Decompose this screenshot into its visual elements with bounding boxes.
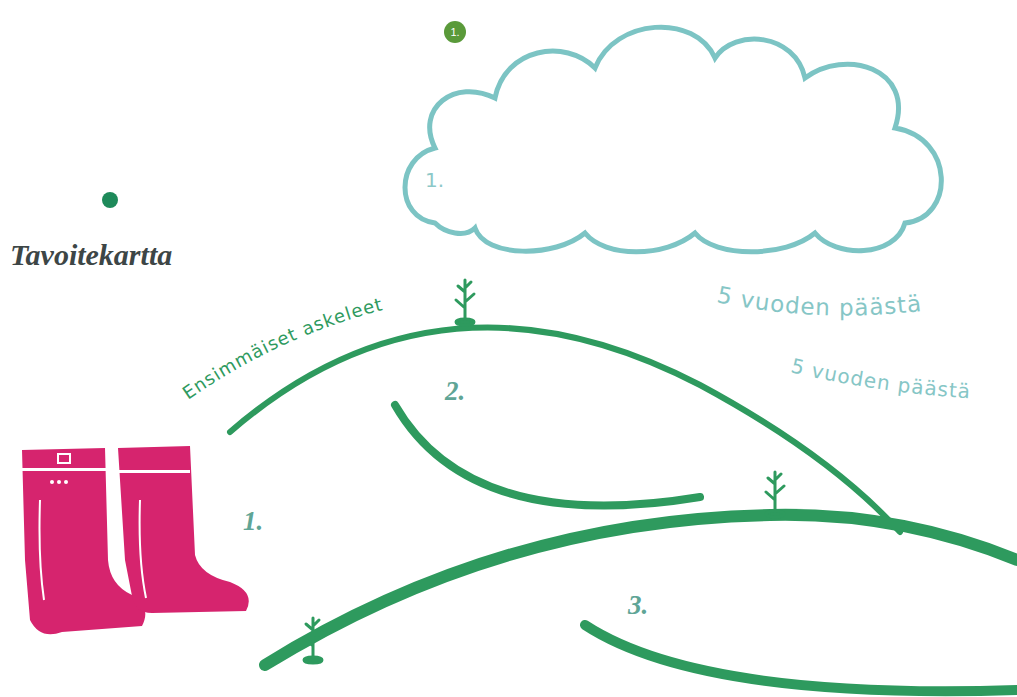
- boot-dot: [64, 480, 68, 484]
- sprout-symbol: [456, 280, 474, 325]
- path-label: Ensimmäiset askeleet: [178, 293, 385, 403]
- hill-line: [585, 625, 1017, 691]
- step-number: 3.: [628, 590, 648, 621]
- cloud-outline: [395, 8, 960, 258]
- hill-line: [265, 515, 1017, 665]
- boot-shine: [40, 500, 45, 600]
- goal-cloud: 1.: [395, 8, 960, 258]
- path-label: Ensimmäiset askeleet: [178, 293, 385, 403]
- step-number: 2.: [445, 376, 465, 407]
- boot-band: [118, 470, 190, 473]
- boot-shine: [140, 500, 146, 598]
- cloud-text: 1.: [425, 170, 444, 190]
- boot: [118, 446, 249, 613]
- map-title: Tavoitekartta: [10, 238, 172, 272]
- boots: [22, 446, 249, 634]
- sprout-symbol: [766, 472, 784, 517]
- boot-band: [22, 468, 106, 471]
- time-label: 5 vuoden päästä: [715, 281, 923, 320]
- callout-badge: 1.: [444, 21, 466, 43]
- sprouts: [304, 280, 784, 663]
- boot-dot: [50, 480, 54, 484]
- time-label: 5 vuoden päästä: [715, 281, 923, 320]
- title-dot: [102, 192, 118, 208]
- time-label: 5 vuoden päästä: [789, 354, 972, 404]
- time-label: 5 vuoden päästä: [789, 354, 972, 404]
- callout-number: 1.: [450, 27, 459, 38]
- boot-buckle: [58, 454, 70, 463]
- step-number: 1.: [243, 506, 263, 537]
- sprout-symbol: [304, 618, 322, 663]
- hills: [230, 328, 1017, 692]
- hill-line: [395, 405, 700, 506]
- boot-dot: [57, 480, 61, 484]
